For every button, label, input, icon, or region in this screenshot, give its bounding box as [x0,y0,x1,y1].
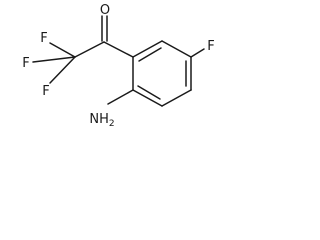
chemical-structure: O F F F F NH2 [22,3,214,129]
ring-bond-c1-c2 [132,40,163,58]
atom-labels: O F F F F NH2 [22,3,214,129]
ring-nh2-bond [107,89,134,105]
amine-subscript: 2 [109,119,115,129]
ring-bond-c4-c5 [161,89,192,107]
carbonyl-cf3-bond [74,41,105,58]
cf3-f-top-bond [49,42,76,58]
fluorine-label-ring: F [207,39,214,54]
bonds [32,15,205,107]
ring-inner-double-3 [137,85,161,100]
ring-inner-double-1 [138,47,162,62]
oxygen-label: O [100,3,110,18]
carbonyl-ring-bond [103,41,134,58]
fluorine-label-bottom: F [42,84,49,99]
fluorine-label-top: F [40,31,47,46]
ring-bond-c5-c6 [132,89,163,107]
amine-symbol: NH [89,112,109,127]
cf3-f-bottom-bond [49,56,76,84]
ring-bond-c2-c3 [161,40,192,58]
cf3-f-left-bond [32,56,76,63]
ring-f-bond [190,48,205,58]
amine-label: NH2 [89,112,114,129]
fluorine-label-left: F [22,56,29,71]
